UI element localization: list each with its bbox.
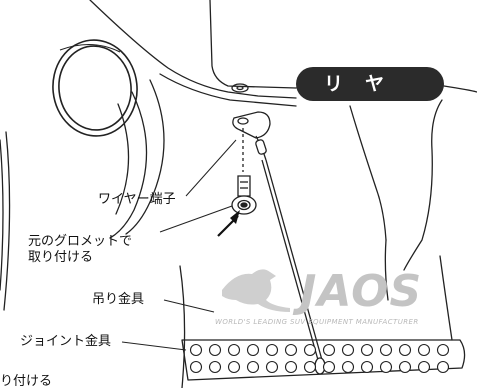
body-right-lower bbox=[384, 239, 389, 301]
body-upper-panel bbox=[89, 0, 297, 99]
label-hanger-bracket: 吊り金具 bbox=[92, 292, 145, 307]
wire-terminal bbox=[232, 111, 271, 139]
body-right-contour bbox=[403, 99, 443, 271]
joint-bracket-plate bbox=[181, 339, 466, 381]
label-grommet-line2: 取り付ける bbox=[28, 250, 94, 265]
label-wire-terminal: ワイヤー端子 bbox=[98, 192, 176, 207]
fender-curve-1 bbox=[125, 79, 165, 235]
bracket-holes bbox=[189, 343, 450, 374]
fender-curve-2 bbox=[109, 91, 148, 239]
left-edge-1 bbox=[3, 131, 11, 311]
hanger-wire bbox=[261, 159, 319, 361]
mount-hole bbox=[231, 83, 249, 93]
left-edge-2 bbox=[0, 139, 4, 291]
body-upper-line bbox=[209, 0, 297, 89]
leader-lines bbox=[121, 139, 237, 351]
reflector bbox=[52, 39, 138, 137]
grommet bbox=[231, 175, 257, 215]
body-right-edge bbox=[443, 85, 477, 93]
watermark-tagline: WORLD'S LEADING SUV EQUIPMENT MANUFACTUR… bbox=[215, 318, 419, 326]
kangaroo-logo bbox=[222, 269, 290, 312]
body-right-inner bbox=[349, 105, 387, 241]
label-grommet-line1: 元のグロメットで bbox=[28, 234, 133, 249]
label-cut-off: り付ける bbox=[0, 374, 53, 389]
label-joint-bracket: ジョイント金具 bbox=[20, 334, 112, 349]
mudflap-body bbox=[179, 265, 186, 388]
rear-badge: リヤ bbox=[296, 67, 444, 101]
body-lower-crease bbox=[159, 73, 297, 107]
arrow-icon bbox=[217, 210, 240, 237]
watermark-brand: JAOS bbox=[300, 266, 423, 317]
